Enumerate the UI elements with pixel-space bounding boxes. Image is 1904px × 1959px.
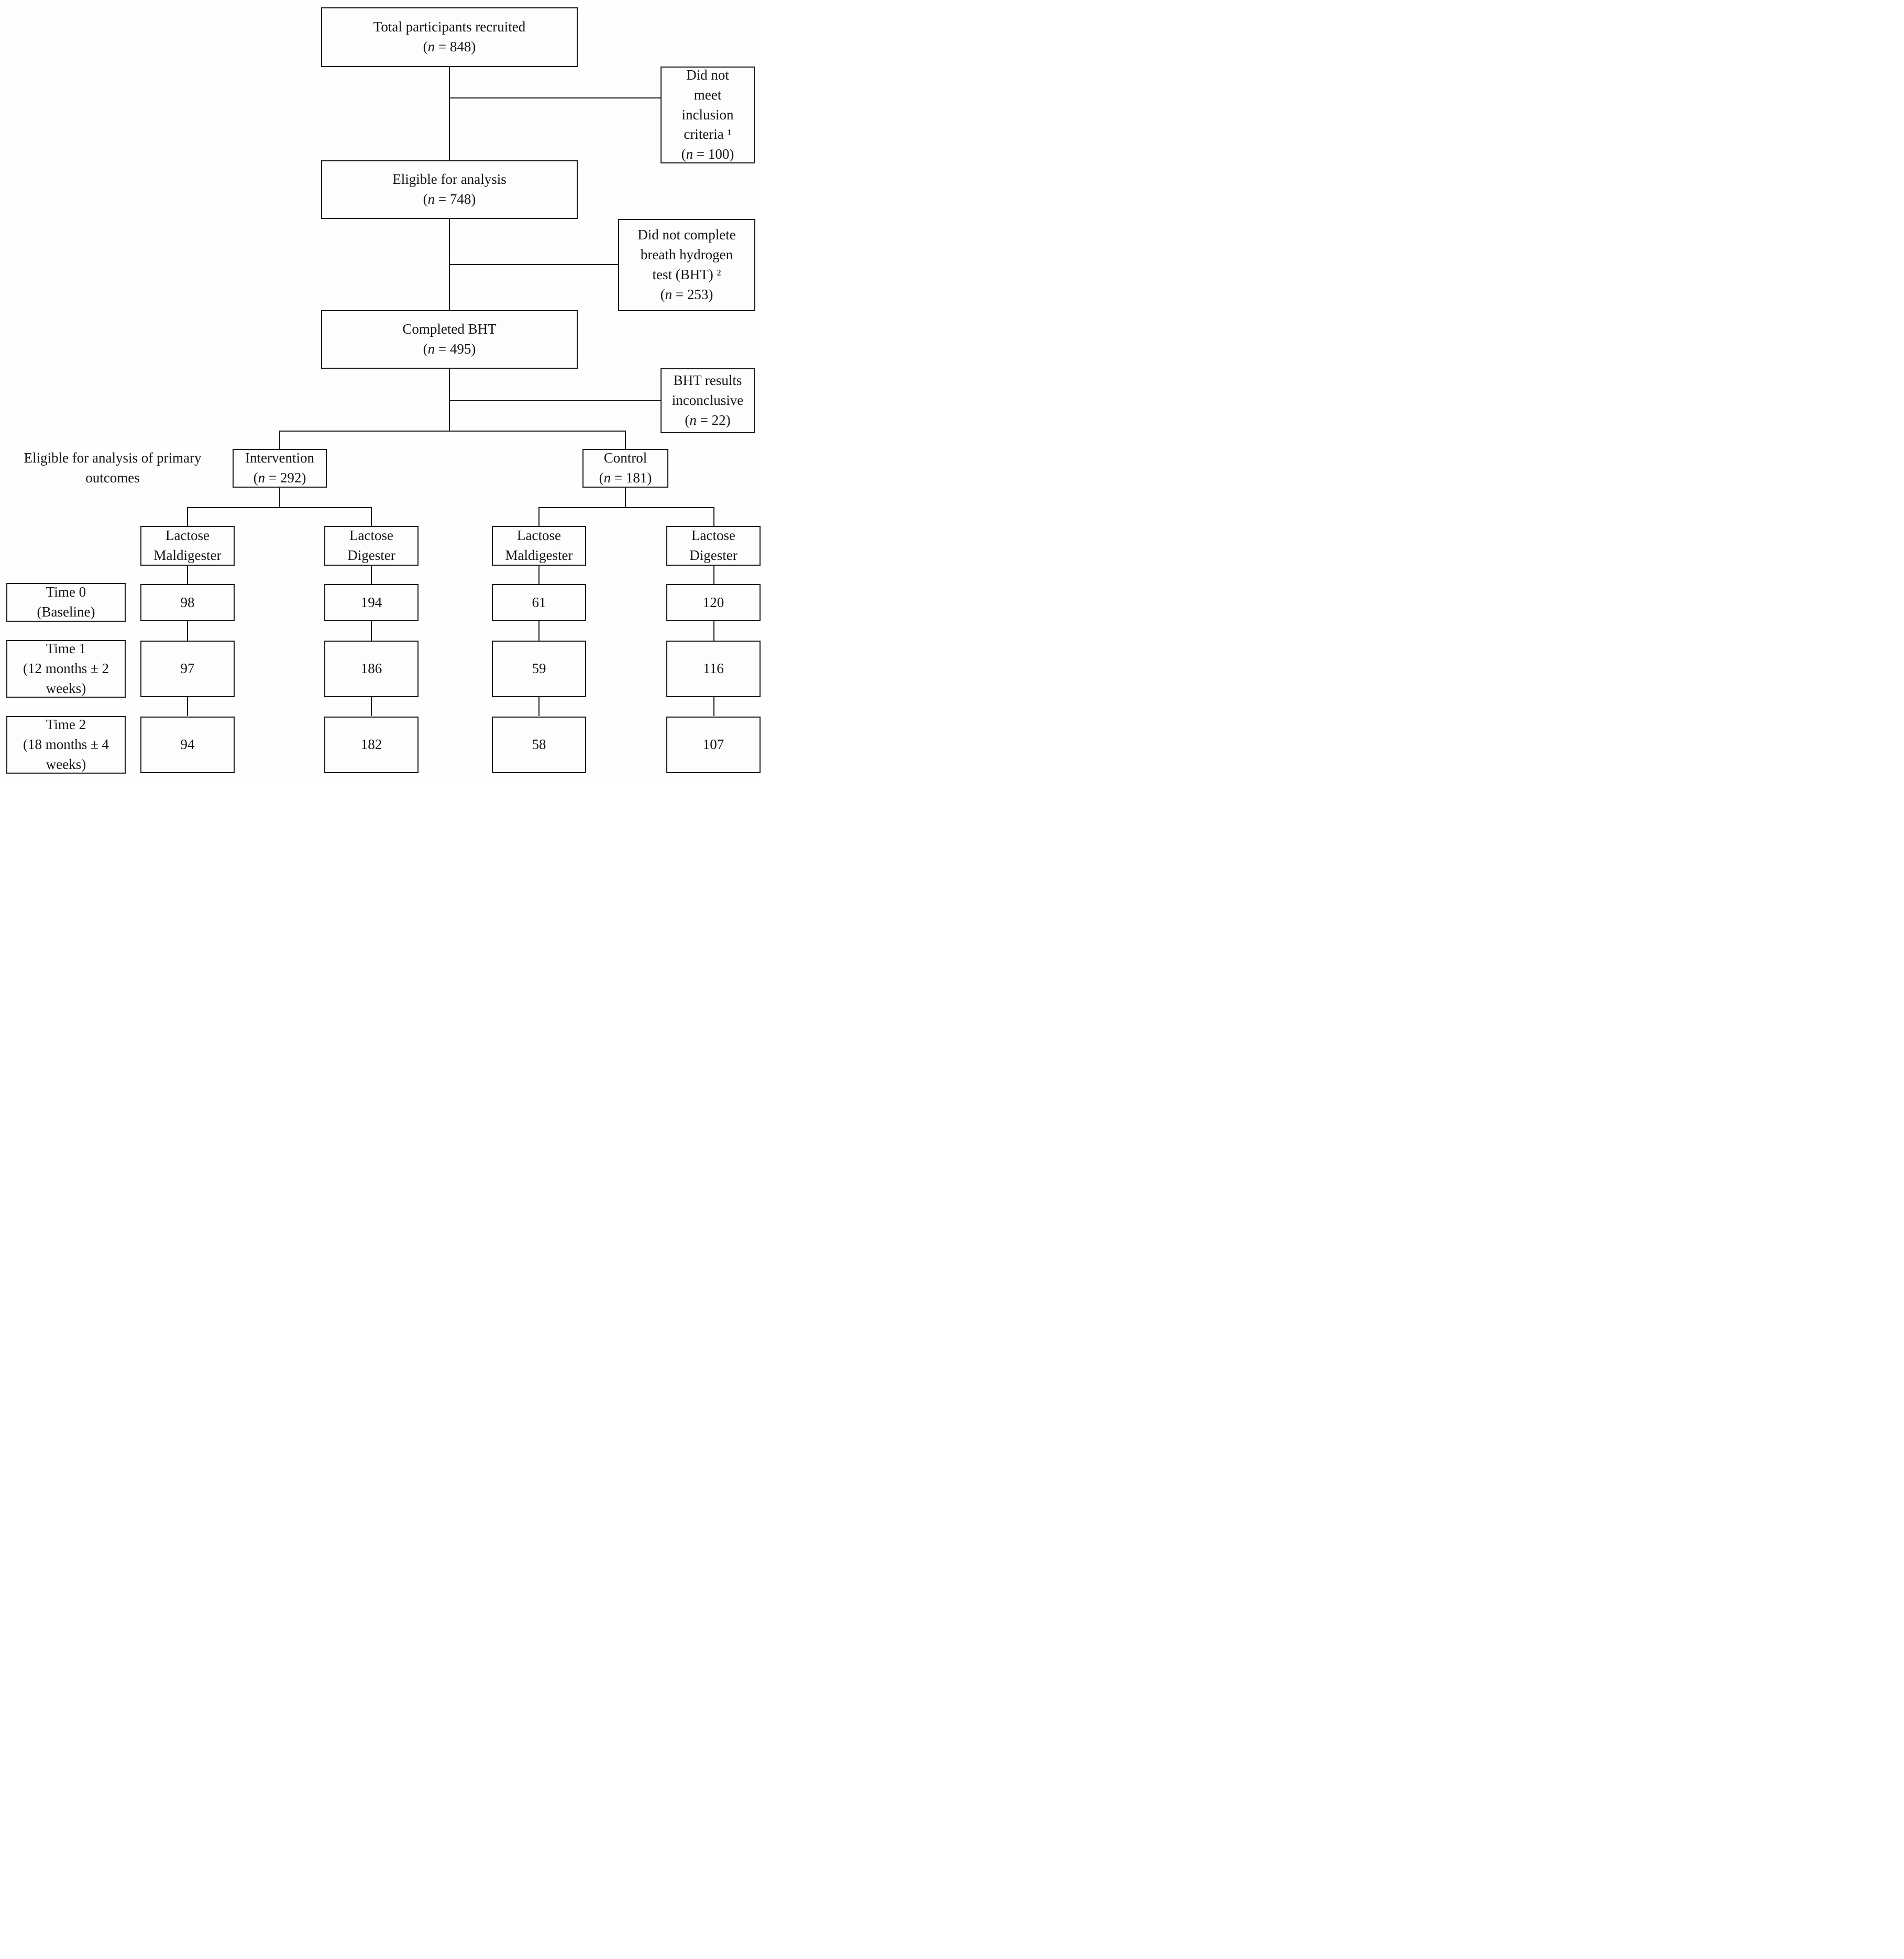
box-intervention-text: Intervention (n = 292) (245, 450, 314, 486)
connector-col3-header-time0 (538, 566, 540, 584)
value-time1-col4-text: 116 (703, 661, 724, 677)
row-label-time2: Time 2 (18 months ± 4 weeks) (6, 716, 126, 774)
box-bht-inconclusive: BHT results inconclusive (n = 22) (661, 368, 755, 433)
box-bht-inconclusive-text: BHT results inconclusive (n = 22) (672, 372, 744, 428)
value-time0-col3-text: 61 (532, 594, 546, 610)
box-completed-bht: Completed BHT (n = 495) (321, 310, 578, 369)
box-no-bht: Did not complete breath hydrogen test (B… (618, 219, 755, 311)
box-not-meet-criteria: Did not meet inclusion criteria ¹ (n = 1… (661, 67, 755, 163)
value-time2-col2-text: 182 (360, 736, 382, 753)
value-time1-control-digester: 116 (666, 641, 761, 697)
connector-intervention-branch (187, 507, 371, 508)
connector-col1-time1-time2 (187, 697, 188, 716)
connector-col4-time1-time2 (713, 697, 714, 716)
box-control-text: Control (n = 181) (599, 450, 652, 486)
box-eligible-analysis: Eligible for analysis (n = 748) (321, 160, 578, 219)
connector-col3-time1-time2 (538, 697, 540, 716)
connector-drop-col2 (371, 507, 372, 526)
connector-control-branch (538, 507, 714, 508)
connector-completed-to-split (449, 369, 450, 431)
header-control-maldigester: Lactose Maldigester (492, 526, 586, 566)
box-intervention: Intervention (n = 292) (233, 449, 327, 488)
connector-col2-time1-time2 (371, 697, 372, 716)
connector-col1-header-time0 (187, 566, 188, 584)
primary-outcomes-label-text: Eligible for analysis of primary outcome… (24, 450, 202, 486)
connector-col4-time0-time1 (713, 621, 714, 641)
row-label-time1: Time 1 (12 months ± 2 weeks) (6, 640, 126, 698)
box-control: Control (n = 181) (582, 449, 668, 488)
connector-col2-time0-time1 (371, 621, 372, 641)
value-time2-col4-text: 107 (702, 736, 724, 753)
box-total-recruited-text: Total participants recruited (n = 848) (373, 19, 526, 54)
header-intervention-digester-text: Lactose Digester (347, 527, 395, 563)
connector-col3-time0-time1 (538, 621, 540, 641)
connector-col1-time0-time1 (187, 621, 188, 641)
row-label-time1-text: Time 1 (12 months ± 2 weeks) (23, 641, 109, 696)
connector-drop-col4 (713, 507, 714, 526)
primary-outcomes-label: Eligible for analysis of primary outcome… (0, 446, 225, 490)
header-intervention-digester: Lactose Digester (324, 526, 419, 566)
value-time2-intervention-maldigester: 94 (140, 717, 235, 773)
connector-split-to-control (625, 431, 626, 449)
value-time0-control-maldigester: 61 (492, 584, 586, 621)
row-label-time2-text: Time 2 (18 months ± 4 weeks) (23, 717, 109, 772)
value-time1-col2-text: 186 (360, 661, 382, 677)
value-time1-control-maldigester: 59 (492, 641, 586, 697)
value-time0-control-digester: 120 (666, 584, 761, 621)
connector-intervention-down (279, 488, 280, 507)
value-time1-col3-text: 59 (532, 661, 546, 677)
value-time1-intervention-digester: 186 (324, 641, 419, 697)
connector-col4-header-time0 (713, 566, 714, 584)
value-time1-col1-text: 97 (180, 661, 195, 677)
participant-flow-diagram: Total participants recruited (n = 848) D… (0, 0, 762, 784)
row-label-time0-text: Time 0 (Baseline) (37, 584, 95, 620)
header-intervention-maldigester: Lactose Maldigester (140, 526, 235, 566)
box-no-bht-text: Did not complete breath hydrogen test (B… (637, 227, 736, 302)
value-time2-col3-text: 58 (532, 736, 546, 753)
box-total-recruited: Total participants recruited (n = 848) (321, 7, 578, 67)
value-time2-control-digester: 107 (666, 717, 761, 773)
box-completed-bht-text: Completed BHT (n = 495) (402, 321, 497, 357)
connector-to-no-bht (449, 264, 618, 265)
connector-drop-col1 (187, 507, 188, 526)
value-time0-col1-text: 98 (180, 594, 195, 610)
header-intervention-maldigester-text: Lactose Maldigester (153, 527, 222, 563)
value-time2-control-maldigester: 58 (492, 717, 586, 773)
row-label-time0: Time 0 (Baseline) (6, 583, 126, 622)
connector-to-not-meet-criteria (449, 97, 661, 98)
connector-col2-header-time0 (371, 566, 372, 584)
value-time1-intervention-maldigester: 97 (140, 641, 235, 697)
connector-split-horizontal (279, 431, 626, 432)
value-time0-intervention-digester: 194 (324, 584, 419, 621)
box-not-meet-criteria-text: Did not meet inclusion criteria ¹ (n = 1… (681, 67, 734, 162)
header-control-maldigester-text: Lactose Maldigester (505, 527, 573, 563)
value-time2-intervention-digester: 182 (324, 717, 419, 773)
connector-total-to-eligible (449, 67, 450, 160)
connector-drop-col3 (538, 507, 540, 526)
header-control-digester-text: Lactose Digester (689, 527, 738, 563)
value-time0-col4-text: 120 (702, 594, 724, 610)
value-time2-col1-text: 94 (180, 736, 195, 753)
value-time0-intervention-maldigester: 98 (140, 584, 235, 621)
box-eligible-analysis-text: Eligible for analysis (n = 748) (392, 171, 507, 207)
header-control-digester: Lactose Digester (666, 526, 761, 566)
value-time0-col2-text: 194 (360, 594, 382, 610)
connector-split-to-intervention (279, 431, 280, 449)
connector-to-inconclusive (449, 400, 661, 401)
connector-control-down (625, 488, 626, 507)
